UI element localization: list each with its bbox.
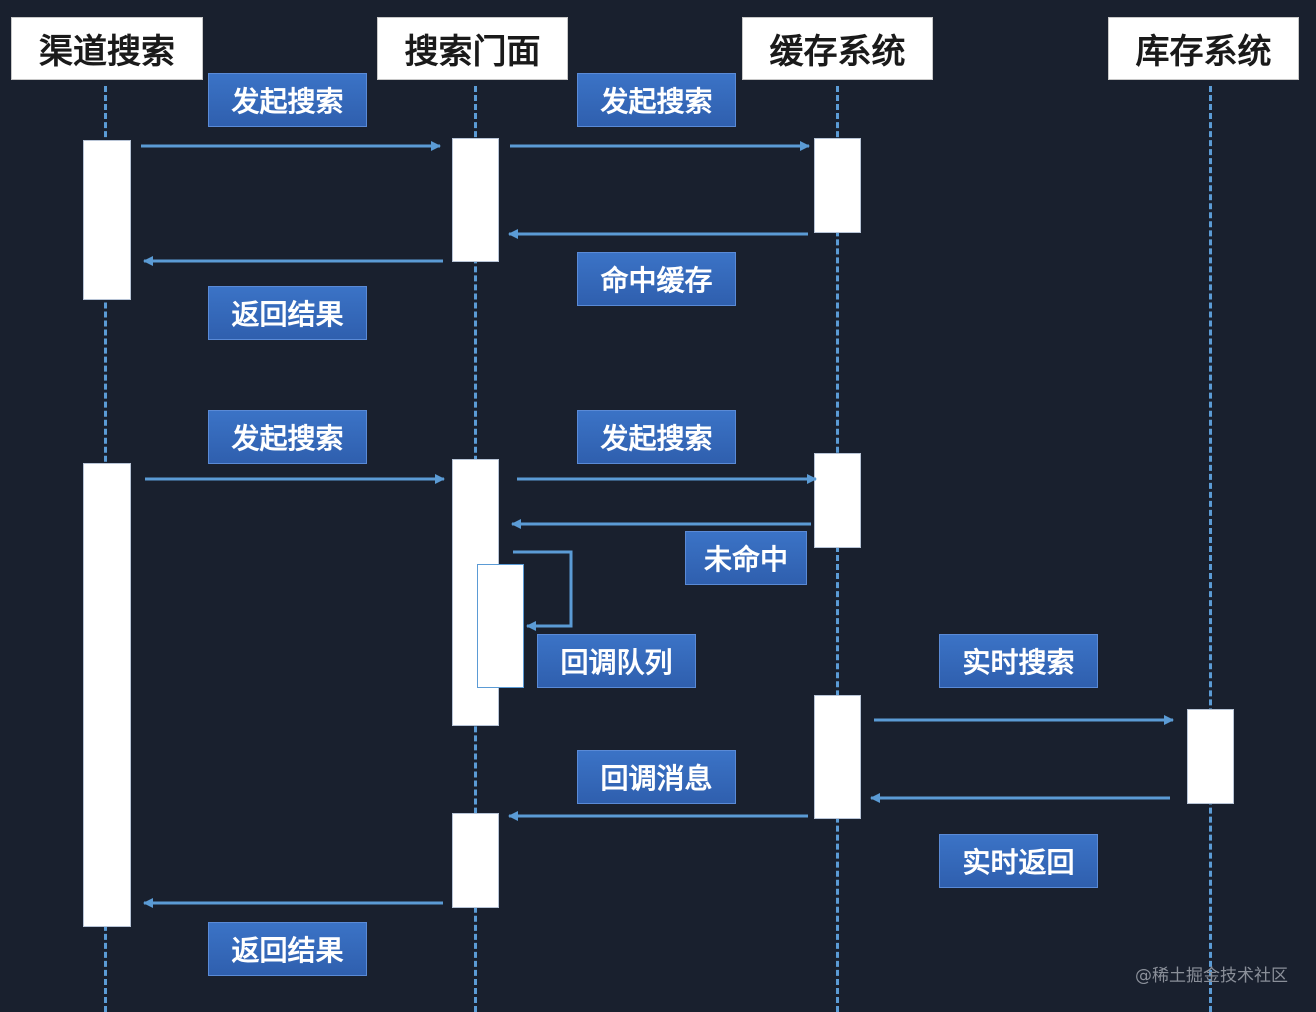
- label-m5: 发起搜索: [208, 410, 367, 464]
- actor-cache-system: 缓存系统: [742, 17, 933, 80]
- label-m1: 发起搜索: [208, 73, 367, 127]
- lifeline-inventory-system: [1209, 86, 1212, 1012]
- arrow-m8-self: [513, 550, 573, 631]
- label-m3: 命中缓存: [577, 252, 736, 306]
- label-m9: 实时搜索: [939, 634, 1098, 688]
- watermark: @稀土掘金技术社区: [1135, 966, 1288, 986]
- label-m4: 返回结果: [208, 286, 367, 340]
- label-m12: 返回结果: [208, 922, 367, 976]
- activation-cache-2: [814, 453, 861, 548]
- activation-channel-2: [83, 463, 131, 927]
- actor-channel-search: 渠道搜索: [11, 17, 203, 80]
- actor-inventory-system: 库存系统: [1108, 17, 1299, 80]
- activation-facade-callback: [477, 564, 524, 688]
- lifeline-cache-system: [836, 86, 839, 1012]
- activation-facade-1: [452, 138, 499, 262]
- activation-facade-3: [452, 813, 499, 908]
- activation-channel-1: [83, 140, 131, 300]
- label-m2: 发起搜索: [577, 73, 736, 127]
- label-m10: 回调消息: [577, 750, 736, 804]
- actor-search-facade: 搜索门面: [377, 17, 568, 80]
- label-m6: 发起搜索: [577, 410, 736, 464]
- activation-cache-3: [814, 695, 861, 819]
- activation-cache-1: [814, 138, 861, 233]
- label-m7: 未命中: [685, 531, 807, 585]
- label-m11: 实时返回: [939, 834, 1098, 888]
- activation-inventory-1: [1187, 709, 1234, 804]
- label-m8: 回调队列: [537, 634, 696, 688]
